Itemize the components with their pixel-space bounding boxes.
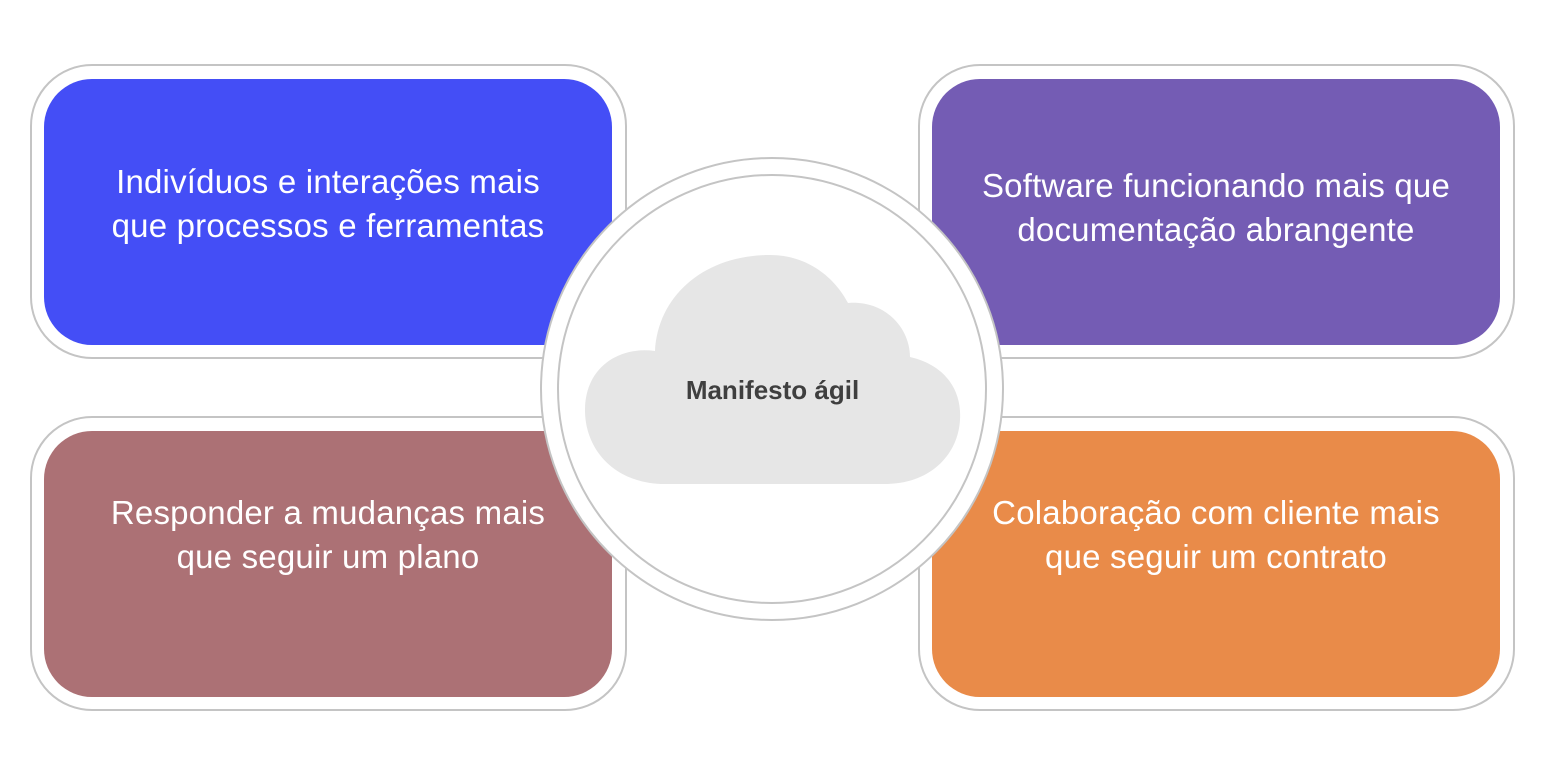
card-customer-collaboration: Colaboração com cliente mais que seguir … [932,431,1500,697]
card-individuals: Indivíduos e interações mais que process… [44,79,612,345]
card-responding-to-change-text: Responder a mudanças mais que seguir um … [110,494,546,575]
cloud-icon [585,255,961,484]
cloud-shape [585,255,961,484]
center-label: Manifesto ágil [685,375,860,405]
card-working-software-text: Software funcionando mais que documentaç… [981,167,1451,248]
card-customer-collaboration-text: Colaboração com cliente mais que seguir … [992,494,1440,575]
card-individuals-text: Indivíduos e interações mais que process… [111,163,545,244]
card-responding-to-change: Responder a mudanças mais que seguir um … [44,431,612,697]
card-working-software: Software funcionando mais que documentaç… [932,79,1500,345]
